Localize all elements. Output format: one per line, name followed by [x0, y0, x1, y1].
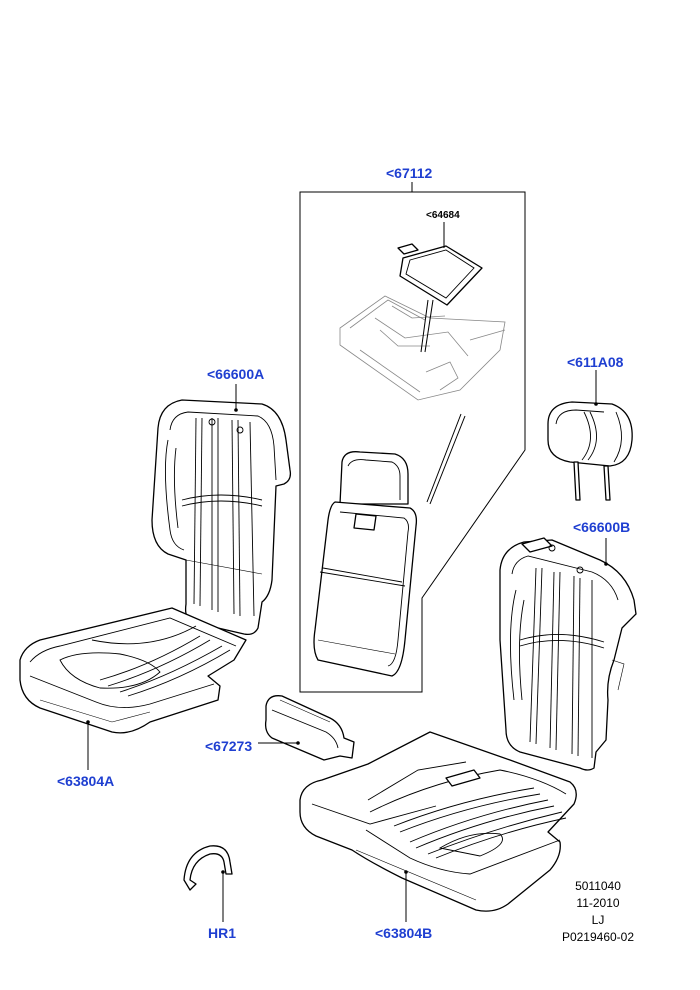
ref-model: LJ: [591, 913, 605, 927]
reference-info: 5011040 11-2010 LJ P0219460-02: [548, 878, 648, 946]
console-tray-64684[interactable]: [397, 222, 483, 306]
left-backrest-66600A[interactable]: [151, 384, 292, 636]
console-ghost: [339, 295, 506, 401]
right-backrest-66600B[interactable]: [499, 537, 637, 771]
ref-illustration-id: P0219460-02: [561, 930, 635, 944]
callout-63804A[interactable]: <63804A: [57, 773, 115, 789]
ref-number: 5011040: [575, 879, 621, 893]
callout-63804B[interactable]: <63804B: [375, 925, 433, 941]
callout-611A08[interactable]: <611A08: [567, 354, 624, 370]
inset-guide-lines: [420, 299, 466, 505]
callout-HR1[interactable]: HR1: [208, 925, 237, 941]
rear-cushion-63804B[interactable]: [299, 731, 577, 922]
left-cushion-63804A[interactable]: [19, 607, 247, 770]
callout-66600B[interactable]: <66600B: [573, 519, 631, 535]
headrest-611A08[interactable]: [547, 370, 633, 501]
callout-67112[interactable]: <67112: [386, 165, 433, 181]
callout-66600A[interactable]: <66600A: [207, 366, 265, 382]
inset-frame-67112: [299, 182, 526, 693]
callout-67273[interactable]: <67273: [205, 738, 253, 754]
clip-HR1[interactable]: [183, 845, 233, 922]
rear-centre-backrest[interactable]: [313, 451, 418, 677]
ref-date: 11-2010: [576, 896, 620, 910]
callout-64684[interactable]: <64684: [426, 210, 460, 221]
armrest-cover-67273[interactable]: [258, 695, 355, 761]
